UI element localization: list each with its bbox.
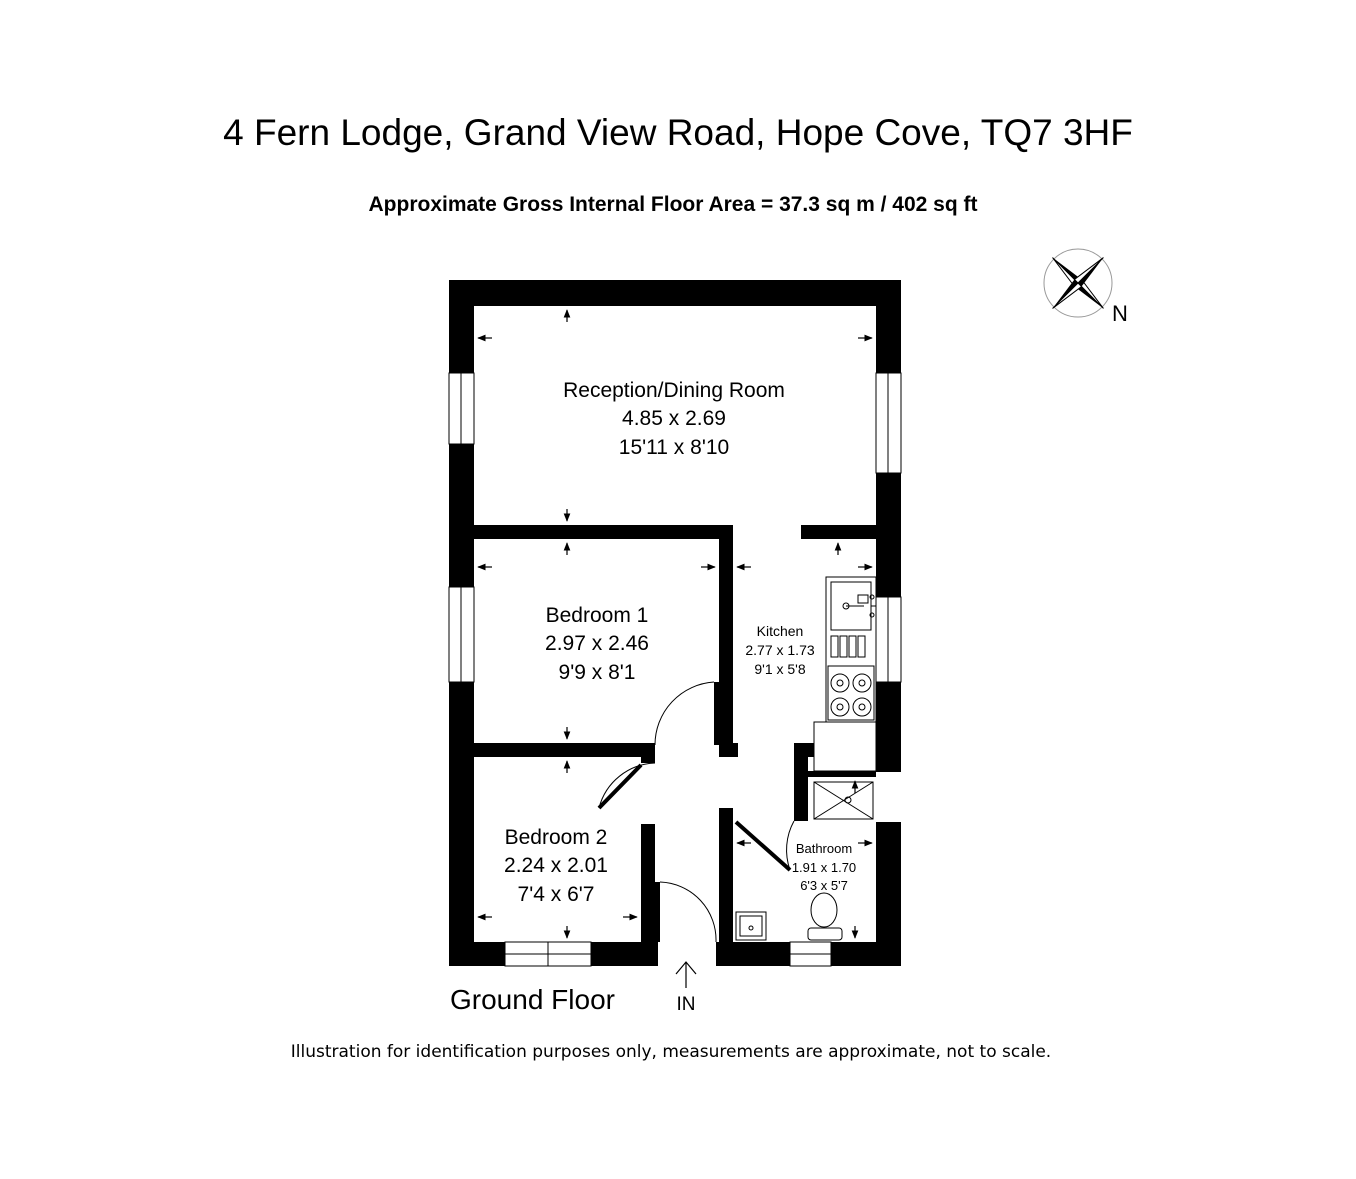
kitchen-fixtures — [813, 576, 877, 772]
room-bedroom-2: Bedroom 2 2.24 x 2.01 7'4 x 6'7 — [504, 826, 608, 906]
bathroom-fixtures — [735, 781, 874, 941]
room-metric: 2.77 x 1.73 — [745, 642, 814, 658]
dimension-arrows — [477, 309, 873, 939]
room-imperial: 9'9 x 8'1 — [559, 661, 636, 684]
hob-icon — [827, 665, 875, 721]
entrance-label: IN — [677, 994, 696, 1015]
floor-label: Ground Floor — [450, 984, 615, 1015]
floor-area-subtitle: Approximate Gross Internal Floor Area = … — [368, 193, 978, 216]
room-imperial: 6'3 x 5'7 — [800, 878, 848, 893]
room-name: Bathroom — [796, 841, 852, 856]
room-name: Reception/Dining Room — [563, 379, 785, 402]
disclaimer: Illustration for identification purposes… — [290, 1042, 1052, 1062]
room-imperial: 9'1 x 5'8 — [754, 661, 805, 677]
page-title: 4 Fern Lodge, Grand View Road, Hope Cove… — [223, 112, 1133, 153]
room-bedroom-1: Bedroom 1 2.97 x 2.46 9'9 x 8'1 — [545, 604, 649, 684]
toilet-icon — [807, 892, 843, 941]
room-bathroom: Bathroom 1.91 x 1.70 6'3 x 5'7 — [792, 841, 856, 893]
room-metric: 2.97 x 2.46 — [545, 632, 649, 655]
entrance-arrow-icon — [675, 961, 697, 988]
room-imperial: 15'11 x 8'10 — [619, 436, 729, 459]
room-reception: Reception/Dining Room 4.85 x 2.69 15'11 … — [563, 379, 785, 459]
room-metric: 4.85 x 2.69 — [622, 407, 726, 430]
shower-icon — [813, 781, 874, 820]
room-metric: 2.24 x 2.01 — [504, 854, 608, 877]
oven-icon — [830, 635, 866, 658]
compass-icon — [1043, 248, 1113, 318]
washbasin-icon — [735, 911, 767, 941]
room-imperial: 7'4 x 6'7 — [518, 883, 595, 906]
room-kitchen: Kitchen 2.77 x 1.73 9'1 x 5'8 — [745, 623, 814, 677]
walls — [449, 280, 901, 966]
room-name: Kitchen — [757, 623, 804, 639]
room-name: Bedroom 2 — [505, 826, 608, 849]
doors — [597, 681, 795, 943]
room-name: Bedroom 1 — [546, 604, 649, 627]
room-metric: 1.91 x 1.70 — [792, 860, 856, 875]
windows — [448, 372, 902, 967]
compass-north-label: N — [1112, 301, 1128, 326]
